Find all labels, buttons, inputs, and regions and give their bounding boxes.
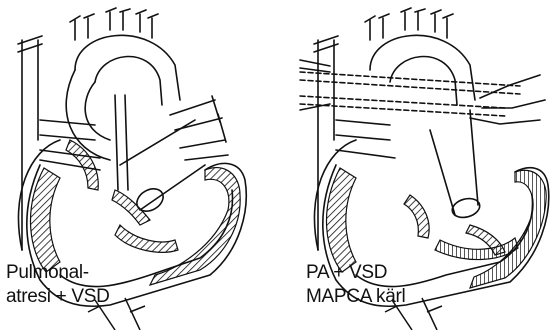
ductus-left [115,95,128,190]
aorta-left [75,35,180,105]
label-right-line-2: MAPCA kärl [306,285,405,309]
label-left-line-2: atresi + VSD [6,285,110,309]
label-left-line-1: Pulmonal- [6,261,89,285]
mapca-vessels [300,72,520,116]
label-right-line-1: PA + VSD [306,261,387,285]
aorta-right [370,35,475,105]
